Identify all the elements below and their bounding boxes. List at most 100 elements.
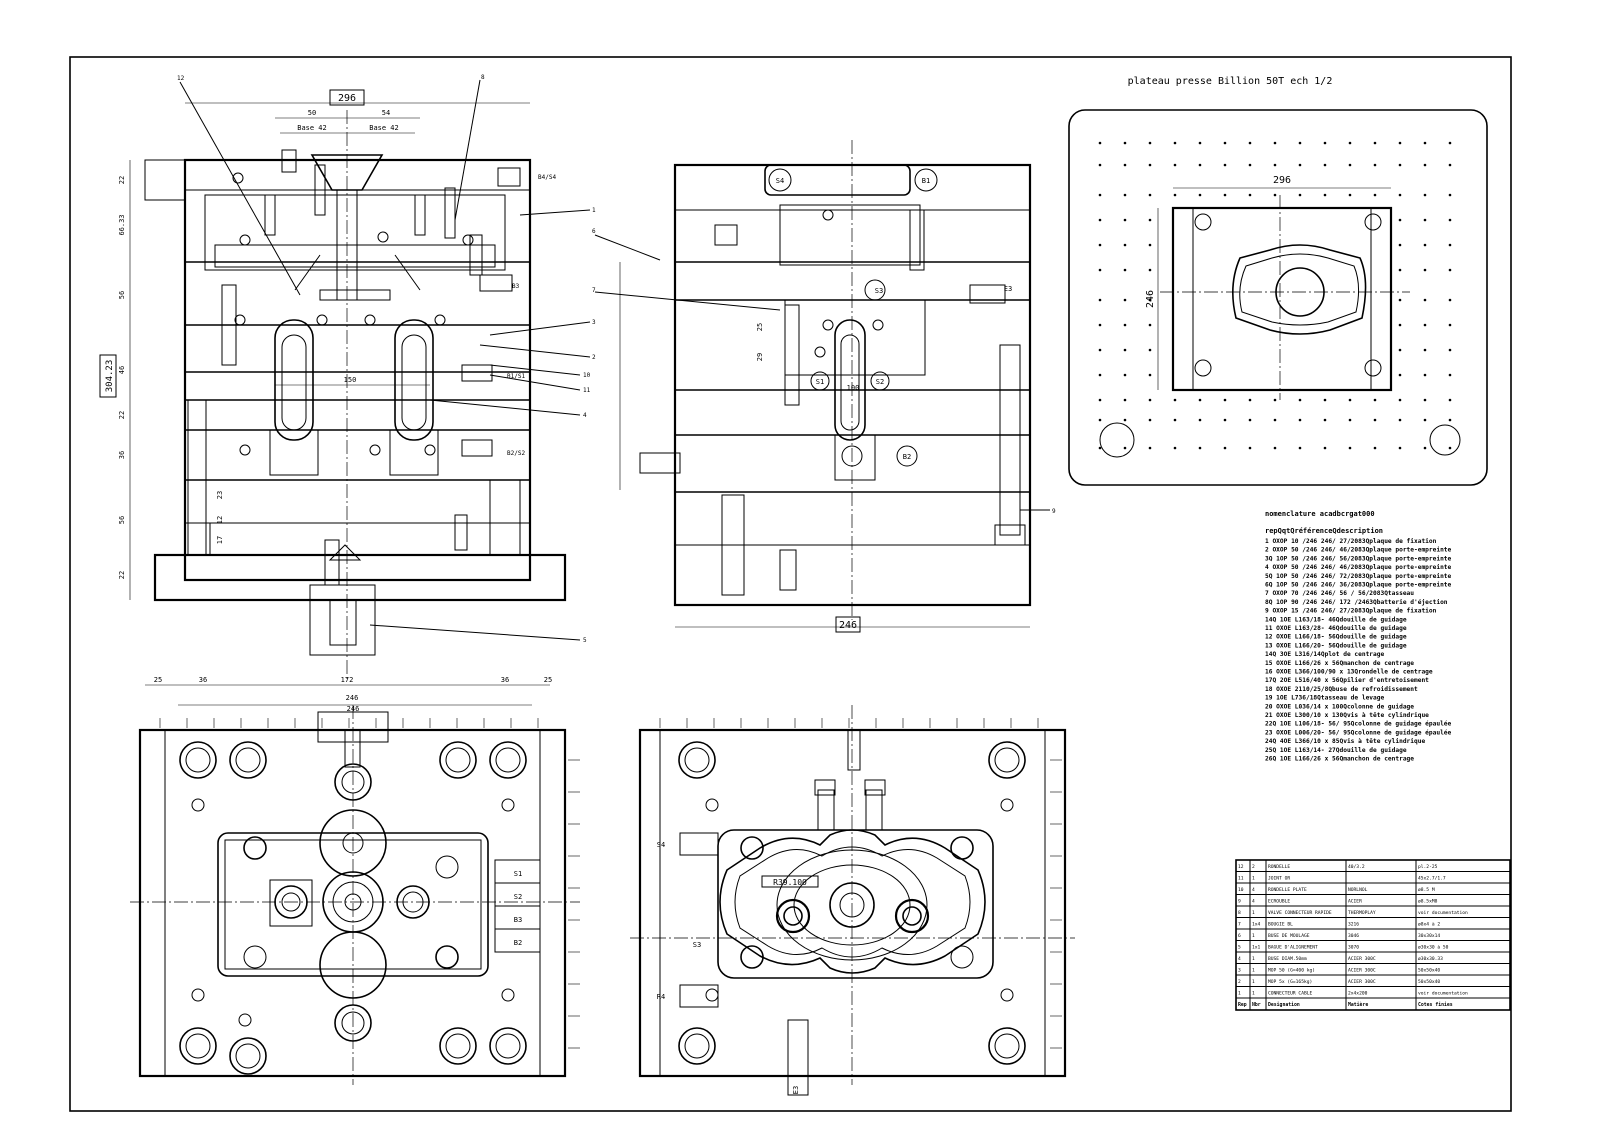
- title-block-cell: 6: [1238, 933, 1241, 939]
- front-label-b3: B3: [512, 283, 520, 290]
- platen-hole: [1098, 218, 1102, 222]
- title-block-cell: pl.2-25: [1418, 864, 1438, 870]
- platen-view: 296 246: [1068, 109, 1488, 486]
- platen-hole: [1323, 418, 1327, 422]
- front-dim-h6: 36: [118, 451, 126, 459]
- platen-hole: [1323, 446, 1327, 450]
- platen-hole: [1398, 348, 1402, 352]
- title-block-cell: 1: [1252, 979, 1255, 985]
- platen-hole: [1098, 163, 1102, 167]
- plan-right-label-r4: R4: [657, 993, 665, 1001]
- platen-hole: [1373, 163, 1377, 167]
- title-block-cell: VALVE CONNECTEUR RAPIDE: [1268, 910, 1332, 916]
- platen-hole: [1123, 243, 1127, 247]
- platen-hole: [1448, 193, 1452, 197]
- nomenclature-row: 7 OXOP 70 /246 246/ 56 / 56/2083Qtasseau: [1265, 590, 1414, 597]
- nomenclature-row: 26Q 1OE L166/26 x 56Qmanchon de centrage: [1265, 756, 1414, 763]
- front-dim-h1: 22: [118, 176, 126, 184]
- nomenclature-row: 11 OXOE L163/28- 46Qdouille de guidage: [1265, 624, 1407, 632]
- title-block-cell: BUSE DE MOULAGE: [1268, 933, 1310, 939]
- platen-hole: [1198, 418, 1202, 422]
- platen-hole: [1223, 193, 1227, 197]
- title-block-cell: 1: [1252, 968, 1255, 974]
- plan-right-label-e3: E3: [792, 1086, 800, 1094]
- platen-hole: [1098, 243, 1102, 247]
- platen-hole: [1198, 446, 1202, 450]
- platen-hole: [1348, 141, 1352, 145]
- plan-left-dim-top: 246: [347, 705, 360, 713]
- side-label-e3: E3: [1004, 285, 1012, 293]
- callout-11: 11: [583, 387, 591, 394]
- callout-2: 2: [592, 354, 596, 361]
- front-dim-h3: 56: [118, 291, 126, 299]
- platen-hole: [1123, 141, 1127, 145]
- platen-hole: [1423, 218, 1427, 222]
- platen-hole: [1248, 193, 1252, 197]
- platen-hole: [1273, 163, 1277, 167]
- platen-hole: [1148, 193, 1152, 197]
- title-block-cell: voir documentation: [1418, 991, 1468, 997]
- platen-hole: [1098, 141, 1102, 145]
- platen-hole: [1198, 193, 1202, 197]
- title-block-cell: BOUGIE BL: [1268, 922, 1293, 928]
- nomenclature-row: 2 OXOP 50 /246 246/ 46/2083Qplaque porte…: [1265, 546, 1452, 554]
- platen-hole: [1148, 268, 1152, 272]
- platen-hole: [1148, 141, 1152, 145]
- callout-4: 4: [583, 412, 587, 419]
- platen-hole: [1398, 446, 1402, 450]
- sheet-title: plateau presse Billion 50T ech 1/2: [1128, 76, 1333, 87]
- title-block-cell: 11: [1238, 876, 1244, 882]
- nomenclature-row: 12 OXOE L166/18- 56Qdouille de guidage: [1265, 633, 1407, 641]
- title-block-cell: 40/3.2: [1348, 864, 1365, 870]
- plan-left-label-b2: B2: [514, 939, 522, 947]
- platen-hole: [1423, 373, 1427, 377]
- callout-9: 9: [1052, 508, 1056, 515]
- platen-hole: [1398, 398, 1402, 402]
- title-block-cell: 4: [1252, 899, 1255, 905]
- title-block-cell: MOP 50 (G=400 kg): [1268, 968, 1315, 974]
- platen-hole: [1148, 243, 1152, 247]
- platen-hole: [1423, 418, 1427, 422]
- title-block-cell: 12: [1238, 864, 1244, 870]
- side-dim-29: 29: [756, 353, 764, 361]
- platen-hole: [1448, 398, 1452, 402]
- callout-5: 5: [583, 637, 587, 644]
- platen-hole: [1448, 163, 1452, 167]
- platen-hole: [1223, 446, 1227, 450]
- side-label-b2: B2: [903, 453, 911, 461]
- platen-hole: [1348, 446, 1352, 450]
- platen-hole: [1123, 373, 1127, 377]
- title-block-grid: [1236, 860, 1510, 1010]
- title-block-cell: ø8.5xM8: [1418, 899, 1438, 905]
- title-block-cell: ø8x4 à 2: [1418, 921, 1440, 928]
- platen-hole: [1198, 141, 1202, 145]
- platen-hole: [1173, 446, 1177, 450]
- platen-hole: [1323, 163, 1327, 167]
- nomenclature-row: 8Q 1OP 90 /246 246/ 172 /2463Qbatterie d…: [1265, 598, 1448, 606]
- title-block-cell: 9: [1238, 899, 1241, 905]
- title-block-cell: 50x50x40: [1418, 979, 1440, 985]
- title-block-cell: RONDELLE: [1268, 864, 1290, 870]
- platen-hole: [1423, 243, 1427, 247]
- platen-hole: [1448, 446, 1452, 450]
- title-block-cell: ACIER 300C: [1348, 968, 1376, 974]
- nomenclature-row: 16 OXOE L366/100/90 x 13Qrondelle de cen…: [1265, 669, 1433, 676]
- title-block-cell: 2x4x200: [1348, 991, 1368, 997]
- front-dim-h8: 22: [118, 571, 126, 579]
- platen-hole: [1173, 418, 1177, 422]
- nomenclature-row: 1 OXOP 10 /246 246/ 27/2083Qplaque de fi…: [1265, 537, 1437, 545]
- platen-hole: [1423, 193, 1427, 197]
- front-dim-base-right: Base 42: [369, 124, 399, 132]
- platen-dim-width: 296: [1273, 175, 1291, 186]
- nomenclature-row: 25Q 1OE L163/14- 27Qdouille de guidage: [1265, 746, 1407, 754]
- platen-hole: [1423, 141, 1427, 145]
- nomenclature-list: nomenclature acadbcrgat000 repQqtQréfére…: [1265, 510, 1452, 763]
- platen-hole: [1298, 418, 1302, 422]
- front-dim-height: 304.23: [105, 360, 115, 393]
- title-block-cell: 1x4: [1252, 922, 1261, 928]
- platen-hole: [1123, 298, 1127, 302]
- title-block-cell: 1: [1252, 933, 1255, 939]
- nomenclature-title: nomenclature acadbcrgat000: [1265, 510, 1375, 518]
